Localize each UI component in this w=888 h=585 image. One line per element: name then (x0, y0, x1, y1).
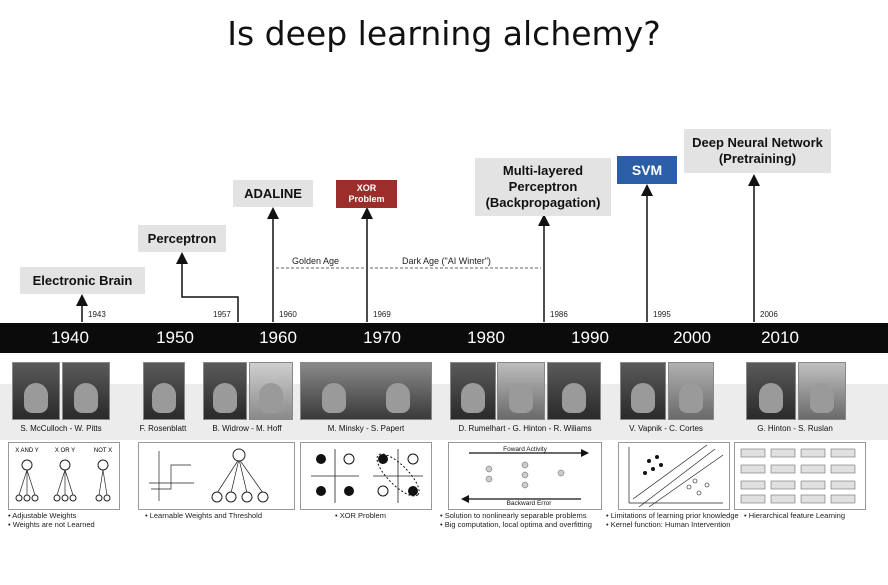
milestone-mlp: Multi-layered Perceptron (Backpropagatio… (475, 158, 611, 216)
backprop-diagram: Foward Activity Backward Error (461, 446, 589, 507)
note-line: • Weights are not Learned (8, 520, 95, 529)
era-golden-age: Golden Age (292, 256, 340, 266)
note-mcculloch: • Adjustable Weights • Weights are not L… (8, 511, 95, 529)
svm-diagram (628, 444, 724, 508)
portrait-photo (620, 362, 666, 420)
milestone-xor-problem: XOR Problem (336, 180, 397, 208)
logic-label: NOT X (94, 448, 112, 454)
decade-label: 1970 (363, 328, 401, 347)
milestone-perceptron: Perceptron (138, 225, 226, 252)
xor-diagram (311, 449, 423, 503)
note-dnn: • Hierarchical feature Learning (744, 511, 846, 520)
year-label: 1969 (373, 310, 391, 319)
backward-label: Backward Error (507, 500, 553, 507)
logic-label: X OR Y (55, 448, 75, 454)
note-line: • Adjustable Weights (8, 511, 77, 520)
note-xor: • XOR Problem (335, 511, 386, 520)
panel-logic-gates: X AND Y X OR Y NOT X (8, 442, 120, 510)
era-dark-age: Dark Age ("AI Winter") (402, 256, 491, 266)
note-line: • Kernel function: Human Intervention (606, 520, 731, 529)
name-hinton-ruslan: G. Hinton - S. Ruslan (757, 424, 833, 433)
panel-backprop: Foward Activity Backward Error (448, 442, 602, 510)
perceptron-diagram (149, 448, 269, 503)
portrait-photo (203, 362, 247, 420)
note-line: • Limitations of learning prior knowledg… (606, 511, 739, 520)
page-title: Is deep learning alchemy? (227, 14, 661, 53)
year-label: 1986 (550, 310, 568, 319)
dnn-label-line1: Deep Neural Network (692, 135, 823, 150)
dnn-label-line2: (Pretraining) (718, 151, 797, 166)
name-vapnik-cortes: V. Vapnik - C. Cortes (629, 424, 703, 433)
portrait-photo (746, 362, 796, 420)
name-mcculloch-pitts: S. McCulloch - W. Pitts (20, 424, 102, 433)
year-label: 1943 (88, 310, 106, 319)
decade-label: 1940 (51, 328, 89, 347)
decade-label: 1990 (571, 328, 609, 347)
portrait-photo (497, 362, 545, 420)
note-mlp: • Solution to nonlinearly separable prob… (440, 511, 592, 529)
decade-label: 1950 (156, 328, 194, 347)
xor-label-line2: Problem (348, 194, 385, 204)
xor-label-line1: XOR (356, 183, 377, 193)
year-label: 1995 (653, 310, 671, 319)
dbn-diagram (740, 448, 856, 504)
portrait-photo (450, 362, 496, 420)
milestone-electronic-brain: Electronic Brain (20, 267, 145, 294)
logic-gates-diagram: X AND Y X OR Y NOT X (15, 448, 112, 502)
logic-label: X AND Y (15, 448, 39, 454)
panel-xor (300, 442, 432, 510)
portrait-photo (547, 362, 601, 420)
note-line: • Big computation, local optima and over… (440, 520, 592, 529)
decade-bar (0, 323, 888, 353)
decade-label: 2000 (673, 328, 711, 347)
decade-label: 1960 (259, 328, 297, 347)
portrait-photo (668, 362, 714, 420)
year-label: 1957 (213, 310, 231, 319)
portrait-photo (12, 362, 60, 420)
milestone-adaline: ADALINE (233, 180, 313, 207)
milestone-svm: SVM (617, 156, 677, 184)
milestone-dnn: Deep Neural Network (Pretraining) (684, 129, 831, 173)
decade-label: 2010 (761, 328, 799, 347)
note-svm: • Limitations of learning prior knowledg… (606, 511, 739, 529)
panel-dbn (734, 442, 866, 510)
name-widrow-hoff: B. Widrow - M. Hoff (212, 424, 282, 433)
year-label: 1960 (279, 310, 297, 319)
forward-label: Foward Activity (503, 446, 547, 453)
panel-svm (618, 442, 730, 510)
mlp-label-line2: Perceptron (508, 179, 578, 194)
note-line: • Solution to nonlinearly separable prob… (440, 511, 587, 520)
portrait-photo (143, 362, 185, 420)
portrait-photo (249, 362, 293, 420)
mlp-label-line3: (Backpropagation) (485, 195, 601, 210)
year-label: 2006 (760, 310, 778, 319)
name-rosenblatt: F. Rosenblatt (139, 424, 187, 433)
mlp-label-line1: Multi-layered (502, 163, 584, 178)
portrait-photo (300, 362, 432, 420)
portrait-photo (62, 362, 110, 420)
panel-perceptron (138, 442, 295, 510)
note-perceptron: • Learnable Weights and Threshold (145, 511, 263, 520)
decade-label: 1980 (467, 328, 505, 347)
portrait-photo (798, 362, 846, 420)
name-minsky-papert: M. Minsky - S. Papert (327, 424, 405, 433)
name-rumelhart-hinton-williams: D. Rumelhart - G. Hinton - R. Wiliams (458, 424, 592, 433)
